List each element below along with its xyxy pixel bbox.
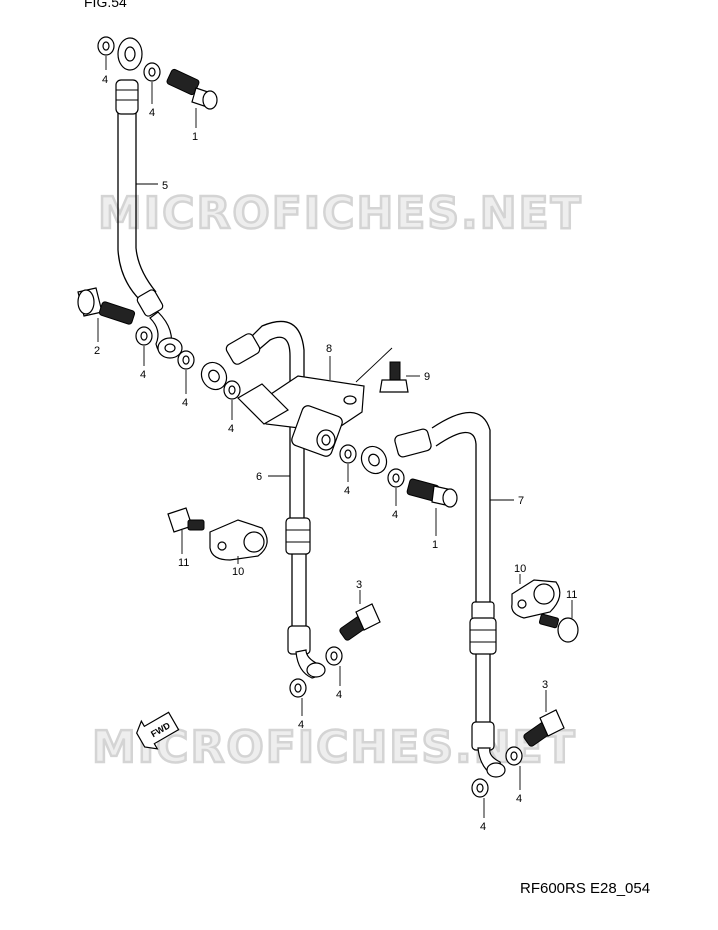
- part-label-2: 2: [94, 345, 100, 357]
- part-label-4: 4: [140, 369, 146, 381]
- part-label-4: 4: [516, 793, 522, 805]
- part-label-5: 5: [162, 180, 168, 192]
- diagram-caption: RF600RS E28_054: [520, 880, 651, 897]
- bolt-9: [379, 361, 409, 393]
- watermark-text-top: MICROFICHES.NET: [98, 188, 583, 239]
- clamp-10-left: [209, 519, 268, 561]
- part-label-7: 7: [518, 495, 524, 507]
- watermark-outline-top: MICROFICHES.NET: [98, 188, 583, 239]
- part-label-4: 4: [298, 719, 304, 731]
- part-label-4: 4: [102, 74, 108, 86]
- bolt-1-top: [166, 68, 218, 110]
- part-label-3: 3: [356, 579, 362, 591]
- bolt-3-right: [523, 709, 565, 747]
- joint-8: [237, 375, 365, 457]
- part-labels: 4 4 1 5 2 4 4 4 8 9 4 4 1 6 7 11 10 3 10…: [94, 74, 577, 833]
- part-label-10: 10: [514, 563, 526, 575]
- watermark-top: MICROFICHES.NET MICROFICHES.NET: [97, 187, 583, 241]
- bolt-2: [77, 287, 136, 325]
- hose-5: [115, 37, 183, 359]
- washers: [97, 36, 523, 798]
- part-label-4: 4: [336, 689, 342, 701]
- hose-7: [360, 411, 506, 778]
- bolt-11-left: [167, 507, 205, 533]
- part-label-3: 3: [542, 679, 548, 691]
- fwd-arrow: FWD: [136, 711, 180, 750]
- part-label-6: 6: [256, 471, 262, 483]
- part-label-10: 10: [232, 566, 244, 578]
- part-label-9: 9: [424, 371, 430, 383]
- bolt-3-left: [339, 603, 381, 641]
- part-label-4: 4: [480, 821, 486, 833]
- part-label-4: 4: [344, 485, 350, 497]
- leader-lines: [97, 56, 573, 818]
- figure-label: FIG.54: [84, 0, 127, 10]
- part-label-8: 8: [326, 343, 332, 355]
- hose-6: [200, 320, 326, 679]
- part-label-1: 1: [192, 131, 198, 143]
- part-label-11: 11: [178, 557, 189, 569]
- part-label-4: 4: [228, 423, 234, 435]
- part-label-4: 4: [392, 509, 398, 521]
- bolt-11-right: [538, 613, 579, 643]
- clamp-10-right: [511, 579, 561, 619]
- bolt-1-mid: [406, 478, 458, 508]
- part-label-4: 4: [182, 397, 188, 409]
- part-label-4: 4: [149, 107, 155, 119]
- part-label-1: 1: [432, 539, 438, 551]
- part-label-11: 11: [566, 589, 577, 601]
